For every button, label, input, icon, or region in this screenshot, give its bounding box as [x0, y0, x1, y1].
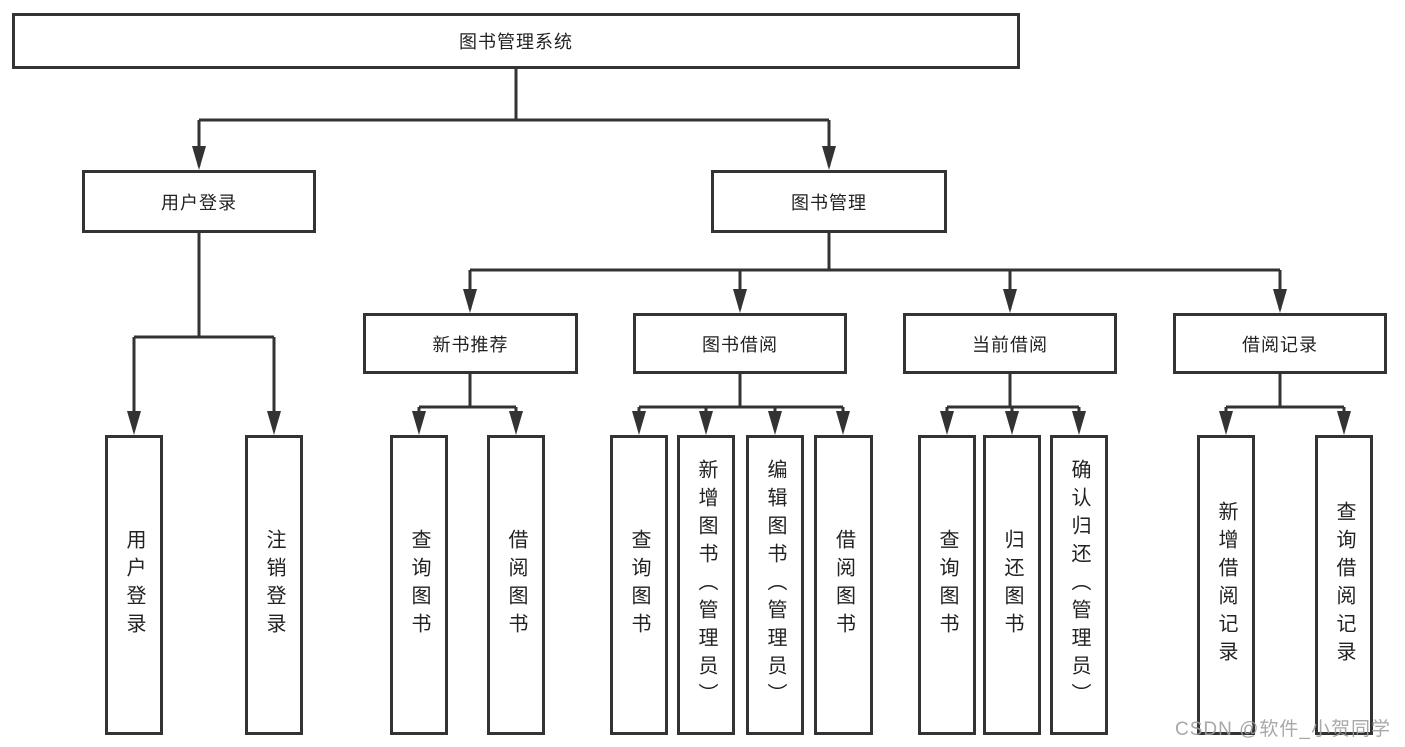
connector-paths — [132, 69, 1346, 430]
leaf-add-borrow-record-label: 新增借阅记录 — [1215, 501, 1237, 669]
leaf-query-books-3-label: 查询图书 — [936, 529, 958, 641]
arrowhead-icon — [1337, 411, 1351, 435]
leaf-borrow-books-2: 借阅图书 — [814, 435, 873, 735]
arrowhead-icon — [1219, 411, 1233, 435]
arrowhead-icon — [1072, 411, 1086, 435]
node-library-system: 图书管理系统 — [12, 13, 1020, 69]
node-book-borrow: 图书借阅 — [633, 313, 847, 374]
arrowhead-icon — [267, 411, 281, 435]
leaf-borrow-books-1-label: 借阅图书 — [505, 529, 527, 641]
arrowhead-icon — [733, 289, 747, 313]
arrowhead-icon — [463, 289, 477, 313]
leaf-logout-label: 注销登录 — [263, 529, 285, 641]
arrowhead-icon — [1273, 289, 1287, 313]
leaf-return-books: 归还图书 — [983, 435, 1041, 735]
arrowhead-icon — [768, 411, 782, 435]
csdn-watermark: CSDN @软件_小贺同学 — [1175, 719, 1391, 740]
node-user-login-label: 用户登录 — [161, 192, 237, 213]
node-borrow-records-label: 借阅记录 — [1242, 334, 1318, 355]
leaf-query-borrow-record: 查询借阅记录 — [1315, 435, 1373, 735]
node-book-management-label: 图书管理 — [791, 192, 867, 213]
leaf-return-books-label: 归还图书 — [1001, 529, 1023, 641]
node-new-book-recommend: 新书推荐 — [363, 313, 578, 374]
arrowhead-icon — [509, 411, 523, 435]
node-borrow-records: 借阅记录 — [1173, 313, 1387, 374]
leaf-query-books-3: 查询图书 — [918, 435, 976, 735]
leaf-query-books-2: 查询图书 — [610, 435, 668, 735]
node-current-borrow: 当前借阅 — [903, 313, 1117, 374]
connector-currentborrow-to-leaves — [945, 374, 1081, 430]
leaf-confirm-return-admin: 确认归还（管理员） — [1050, 435, 1108, 735]
connector-borrowrecords-to-leaves — [1224, 374, 1346, 430]
leaf-add-book-admin-label: 新增图书（管理员） — [695, 459, 717, 711]
arrowhead-icon — [940, 411, 954, 435]
leaf-user-login: 用户登录 — [105, 435, 163, 735]
arrowhead-icon — [192, 146, 206, 170]
leaf-query-books-1: 查询图书 — [390, 435, 448, 735]
connector-root-to-level2 — [197, 69, 831, 166]
connector-bookborrow-to-leaves — [637, 374, 845, 430]
arrowhead-icon — [412, 411, 426, 435]
arrowhead-icon — [632, 411, 646, 435]
connector-newbook-to-leaves — [417, 374, 518, 430]
arrowhead-icon — [127, 411, 141, 435]
node-book-borrow-label: 图书借阅 — [702, 334, 778, 355]
leaf-query-books-1-label: 查询图书 — [408, 529, 430, 641]
arrowhead-icon — [822, 146, 836, 170]
leaf-edit-book-admin-label: 编辑图书（管理员） — [764, 459, 786, 711]
connector-userlogin-to-leaves — [132, 233, 276, 430]
leaf-confirm-return-admin-label: 确认归还（管理员） — [1068, 459, 1090, 711]
arrowhead-icon — [1003, 289, 1017, 313]
node-book-management: 图书管理 — [711, 170, 947, 233]
leaf-query-books-2-label: 查询图书 — [628, 529, 650, 641]
leaf-borrow-books-1: 借阅图书 — [487, 435, 545, 735]
leaf-user-login-label: 用户登录 — [123, 529, 145, 641]
arrowhead-icon — [836, 411, 850, 435]
node-user-login: 用户登录 — [82, 170, 316, 233]
leaf-query-borrow-record-label: 查询借阅记录 — [1333, 501, 1355, 669]
arrowhead-icon — [1005, 411, 1019, 435]
leaf-edit-book-admin: 编辑图书（管理员） — [746, 435, 804, 735]
connector-bookmgmt-to-level3 — [468, 233, 1282, 309]
leaf-borrow-books-2-label: 借阅图书 — [832, 529, 855, 641]
leaf-add-book-admin: 新增图书（管理员） — [677, 435, 735, 735]
node-library-system-label: 图书管理系统 — [459, 32, 573, 52]
node-current-borrow-label: 当前借阅 — [972, 334, 1048, 355]
leaf-add-borrow-record: 新增借阅记录 — [1197, 435, 1255, 735]
node-new-book-recommend-label: 新书推荐 — [432, 334, 509, 355]
leaf-logout: 注销登录 — [245, 435, 303, 735]
arrowhead-icon — [699, 411, 713, 435]
